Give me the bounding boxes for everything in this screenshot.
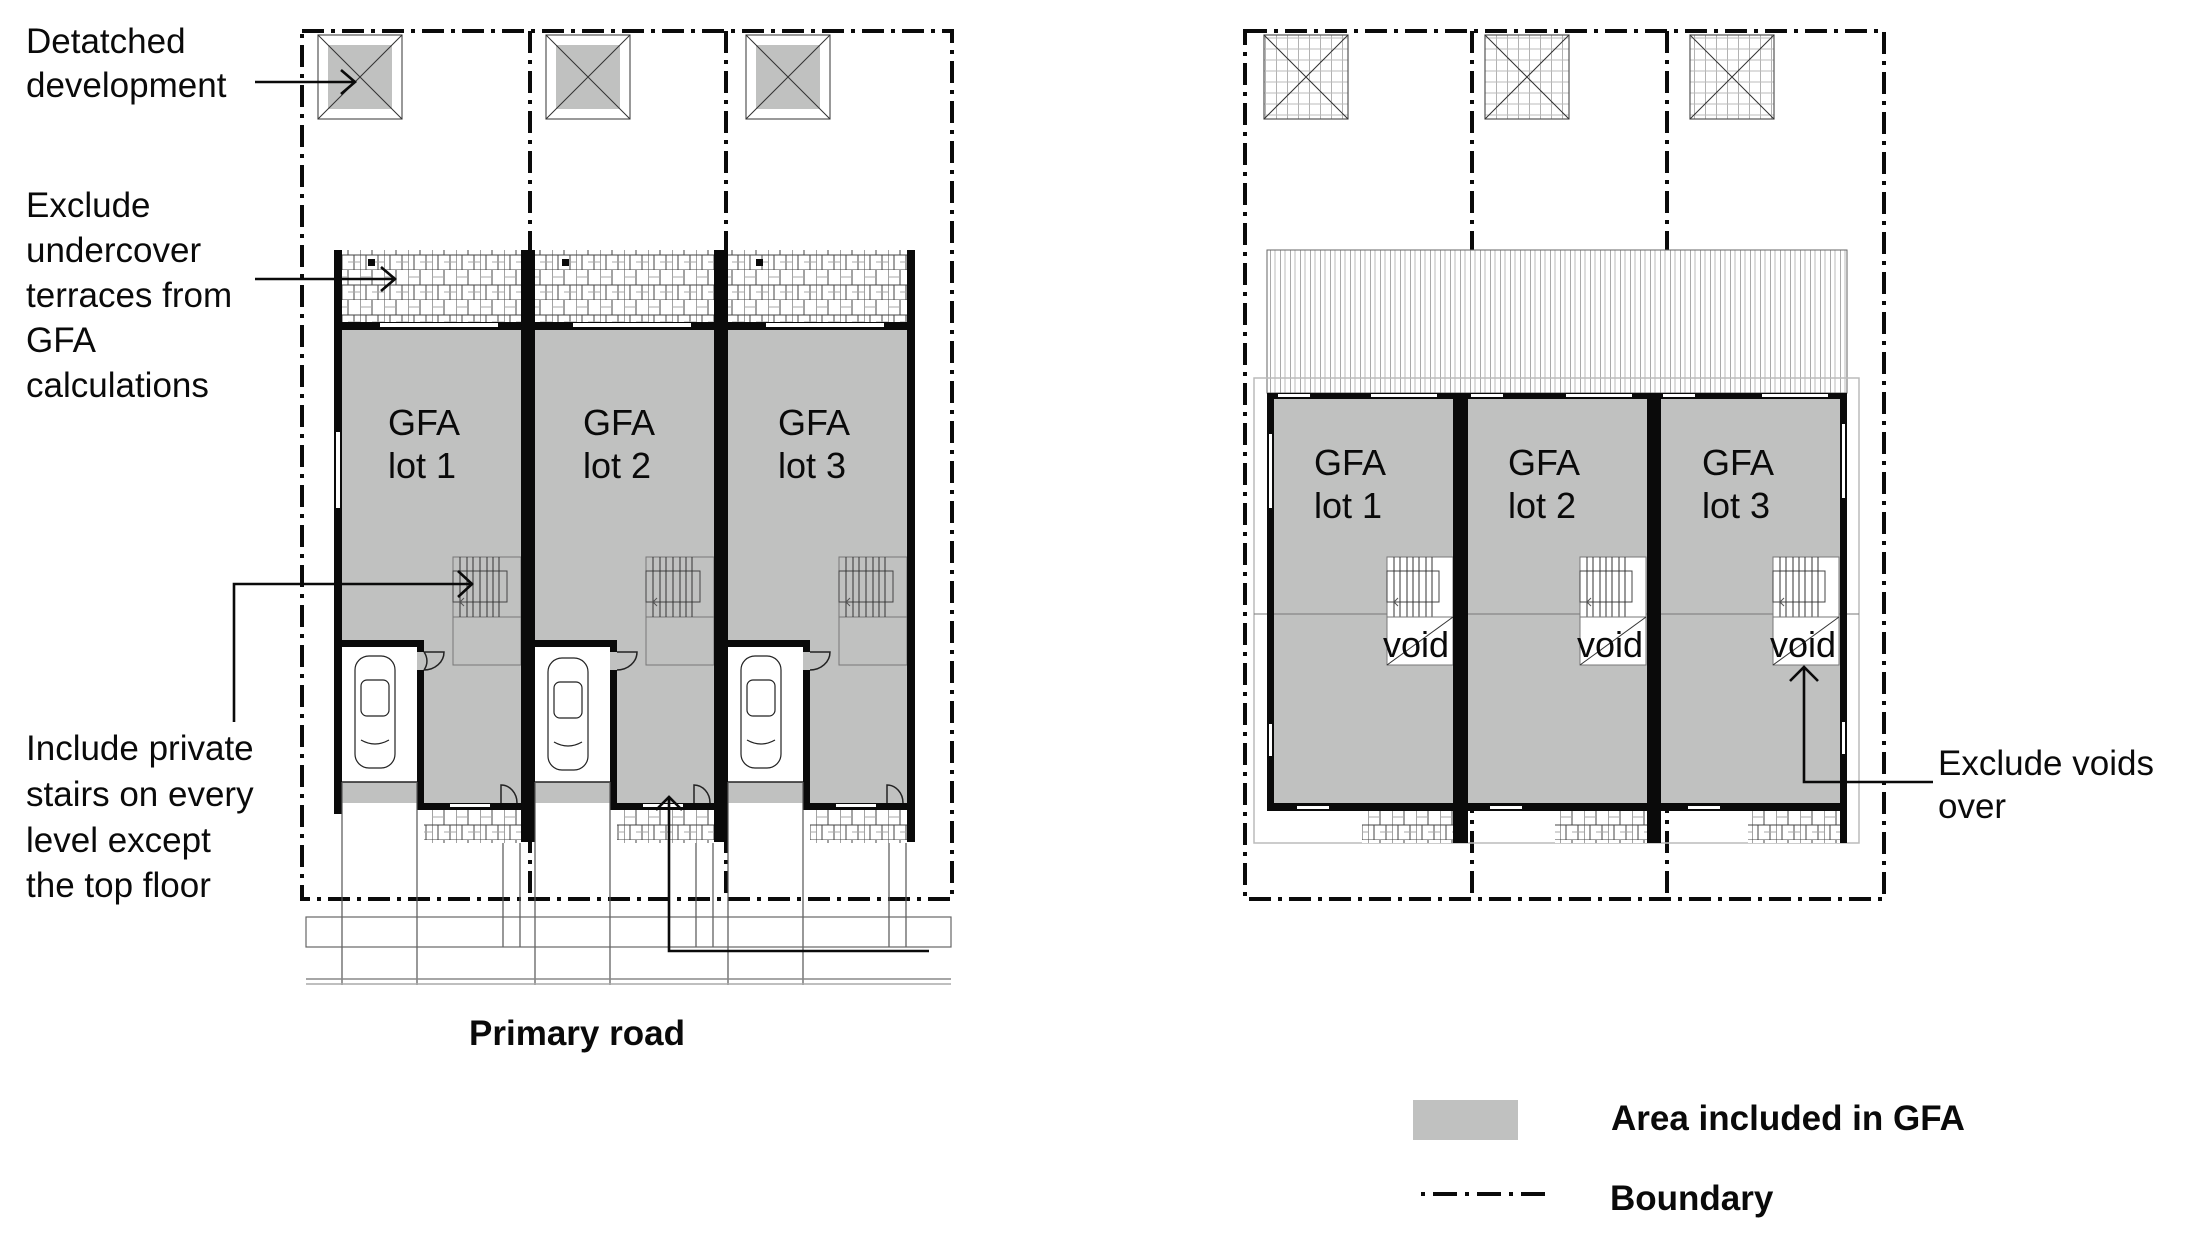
boundary-outline — [1243, 29, 1886, 901]
annotation-stairs: Include private stairs on every level ex… — [26, 570, 929, 953]
legend-gfa-swatch — [1413, 1100, 1518, 1140]
void-label: void — [1577, 624, 1643, 665]
road-strip — [305, 916, 952, 948]
ground-floor-plan: GFA lot 1 GFA lot 2 GFA lot 3 Primary ro… — [300, 29, 954, 1053]
annotation-voids: Exclude voids over — [1789, 665, 2154, 826]
annotation-text: Exclude — [26, 186, 151, 225]
annotation-terraces: Exclude undercover terraces from GFA cal… — [26, 186, 397, 405]
lot-3-gfa-label: GFA — [778, 402, 850, 443]
detached-development-2 — [545, 34, 631, 120]
upper-floor-plan: GFA lot 1 GFA lot 2 GFA lot 3 void void … — [1243, 29, 1886, 901]
annotation-text: Exclude voids — [1938, 744, 2154, 783]
annotation-text: the top floor — [26, 866, 211, 905]
lot-3-number-label: lot 3 — [778, 445, 846, 486]
legend: Area included in GFA Boundary — [1413, 1099, 1965, 1218]
annotation-text: terraces from — [26, 276, 232, 315]
driveway-lines — [341, 782, 907, 985]
annotation-text: undercover — [26, 231, 201, 270]
void-label: void — [1770, 624, 1836, 665]
boundary-outline — [300, 29, 954, 901]
lot-2-gfa-label: GFA — [583, 402, 655, 443]
car-icon — [354, 655, 782, 771]
arrow-icon — [255, 266, 397, 292]
arrow-icon — [655, 795, 929, 953]
lot-3-gfa-label: GFA — [1702, 442, 1774, 483]
ground-lot-labels: GFA lot 1 GFA lot 2 GFA lot 3 — [388, 402, 850, 486]
lot-2-number-label: lot 2 — [583, 445, 651, 486]
front-terrace — [424, 810, 521, 843]
void-label: void — [1383, 624, 1449, 665]
detached-roof-3 — [1689, 34, 1775, 120]
front-terrace — [617, 810, 714, 843]
annotation-text: calculations — [26, 366, 209, 405]
annotation-text: stairs on every — [26, 775, 254, 814]
walls — [1267, 393, 1847, 843]
annotation-text: level except — [26, 821, 211, 860]
arrow-icon — [232, 570, 474, 722]
front-terrace — [810, 810, 907, 843]
annotation-text: over — [1938, 787, 2006, 826]
detached-roof-2 — [1484, 34, 1570, 120]
rear-terrace — [342, 250, 907, 322]
detached-development-1 — [317, 34, 403, 120]
legend-gfa-label: Area included in GFA — [1611, 1099, 1965, 1138]
lot-1-number-label: lot 1 — [388, 445, 456, 486]
lot-1-gfa-label: GFA — [1314, 442, 1386, 483]
primary-road-label: Primary road — [469, 1014, 685, 1053]
entry-doors — [500, 784, 904, 804]
front-terrace — [1362, 811, 1453, 843]
legend-boundary-label: Boundary — [1610, 1179, 1774, 1218]
annotation-detached: Detatched development — [26, 22, 357, 105]
annotation-text: GFA — [26, 321, 97, 360]
annotation-text: Include private — [26, 729, 254, 768]
detached-development-3 — [745, 34, 831, 120]
terrace-roof — [1266, 249, 1848, 394]
lot-3-number-label: lot 3 — [1702, 485, 1770, 526]
detached-roof-1 — [1263, 34, 1349, 120]
upper-lot-labels: GFA lot 1 GFA lot 2 GFA lot 3 void void … — [1314, 442, 1836, 665]
stairs-and-void — [1386, 556, 1454, 666]
arrow-icon — [255, 69, 357, 95]
lot-2-gfa-label: GFA — [1508, 442, 1580, 483]
annotation-text: development — [26, 66, 227, 105]
lot-1-gfa-label: GFA — [388, 402, 460, 443]
lot-2-number-label: lot 2 — [1508, 485, 1576, 526]
windows — [336, 323, 884, 807]
annotation-text: Detatched — [26, 22, 186, 61]
arrow-icon — [1789, 665, 1933, 784]
windows — [1269, 394, 1845, 809]
front-terrace — [1555, 811, 1647, 843]
front-terrace — [1748, 811, 1840, 843]
lot-1-number-label: lot 1 — [1314, 485, 1382, 526]
